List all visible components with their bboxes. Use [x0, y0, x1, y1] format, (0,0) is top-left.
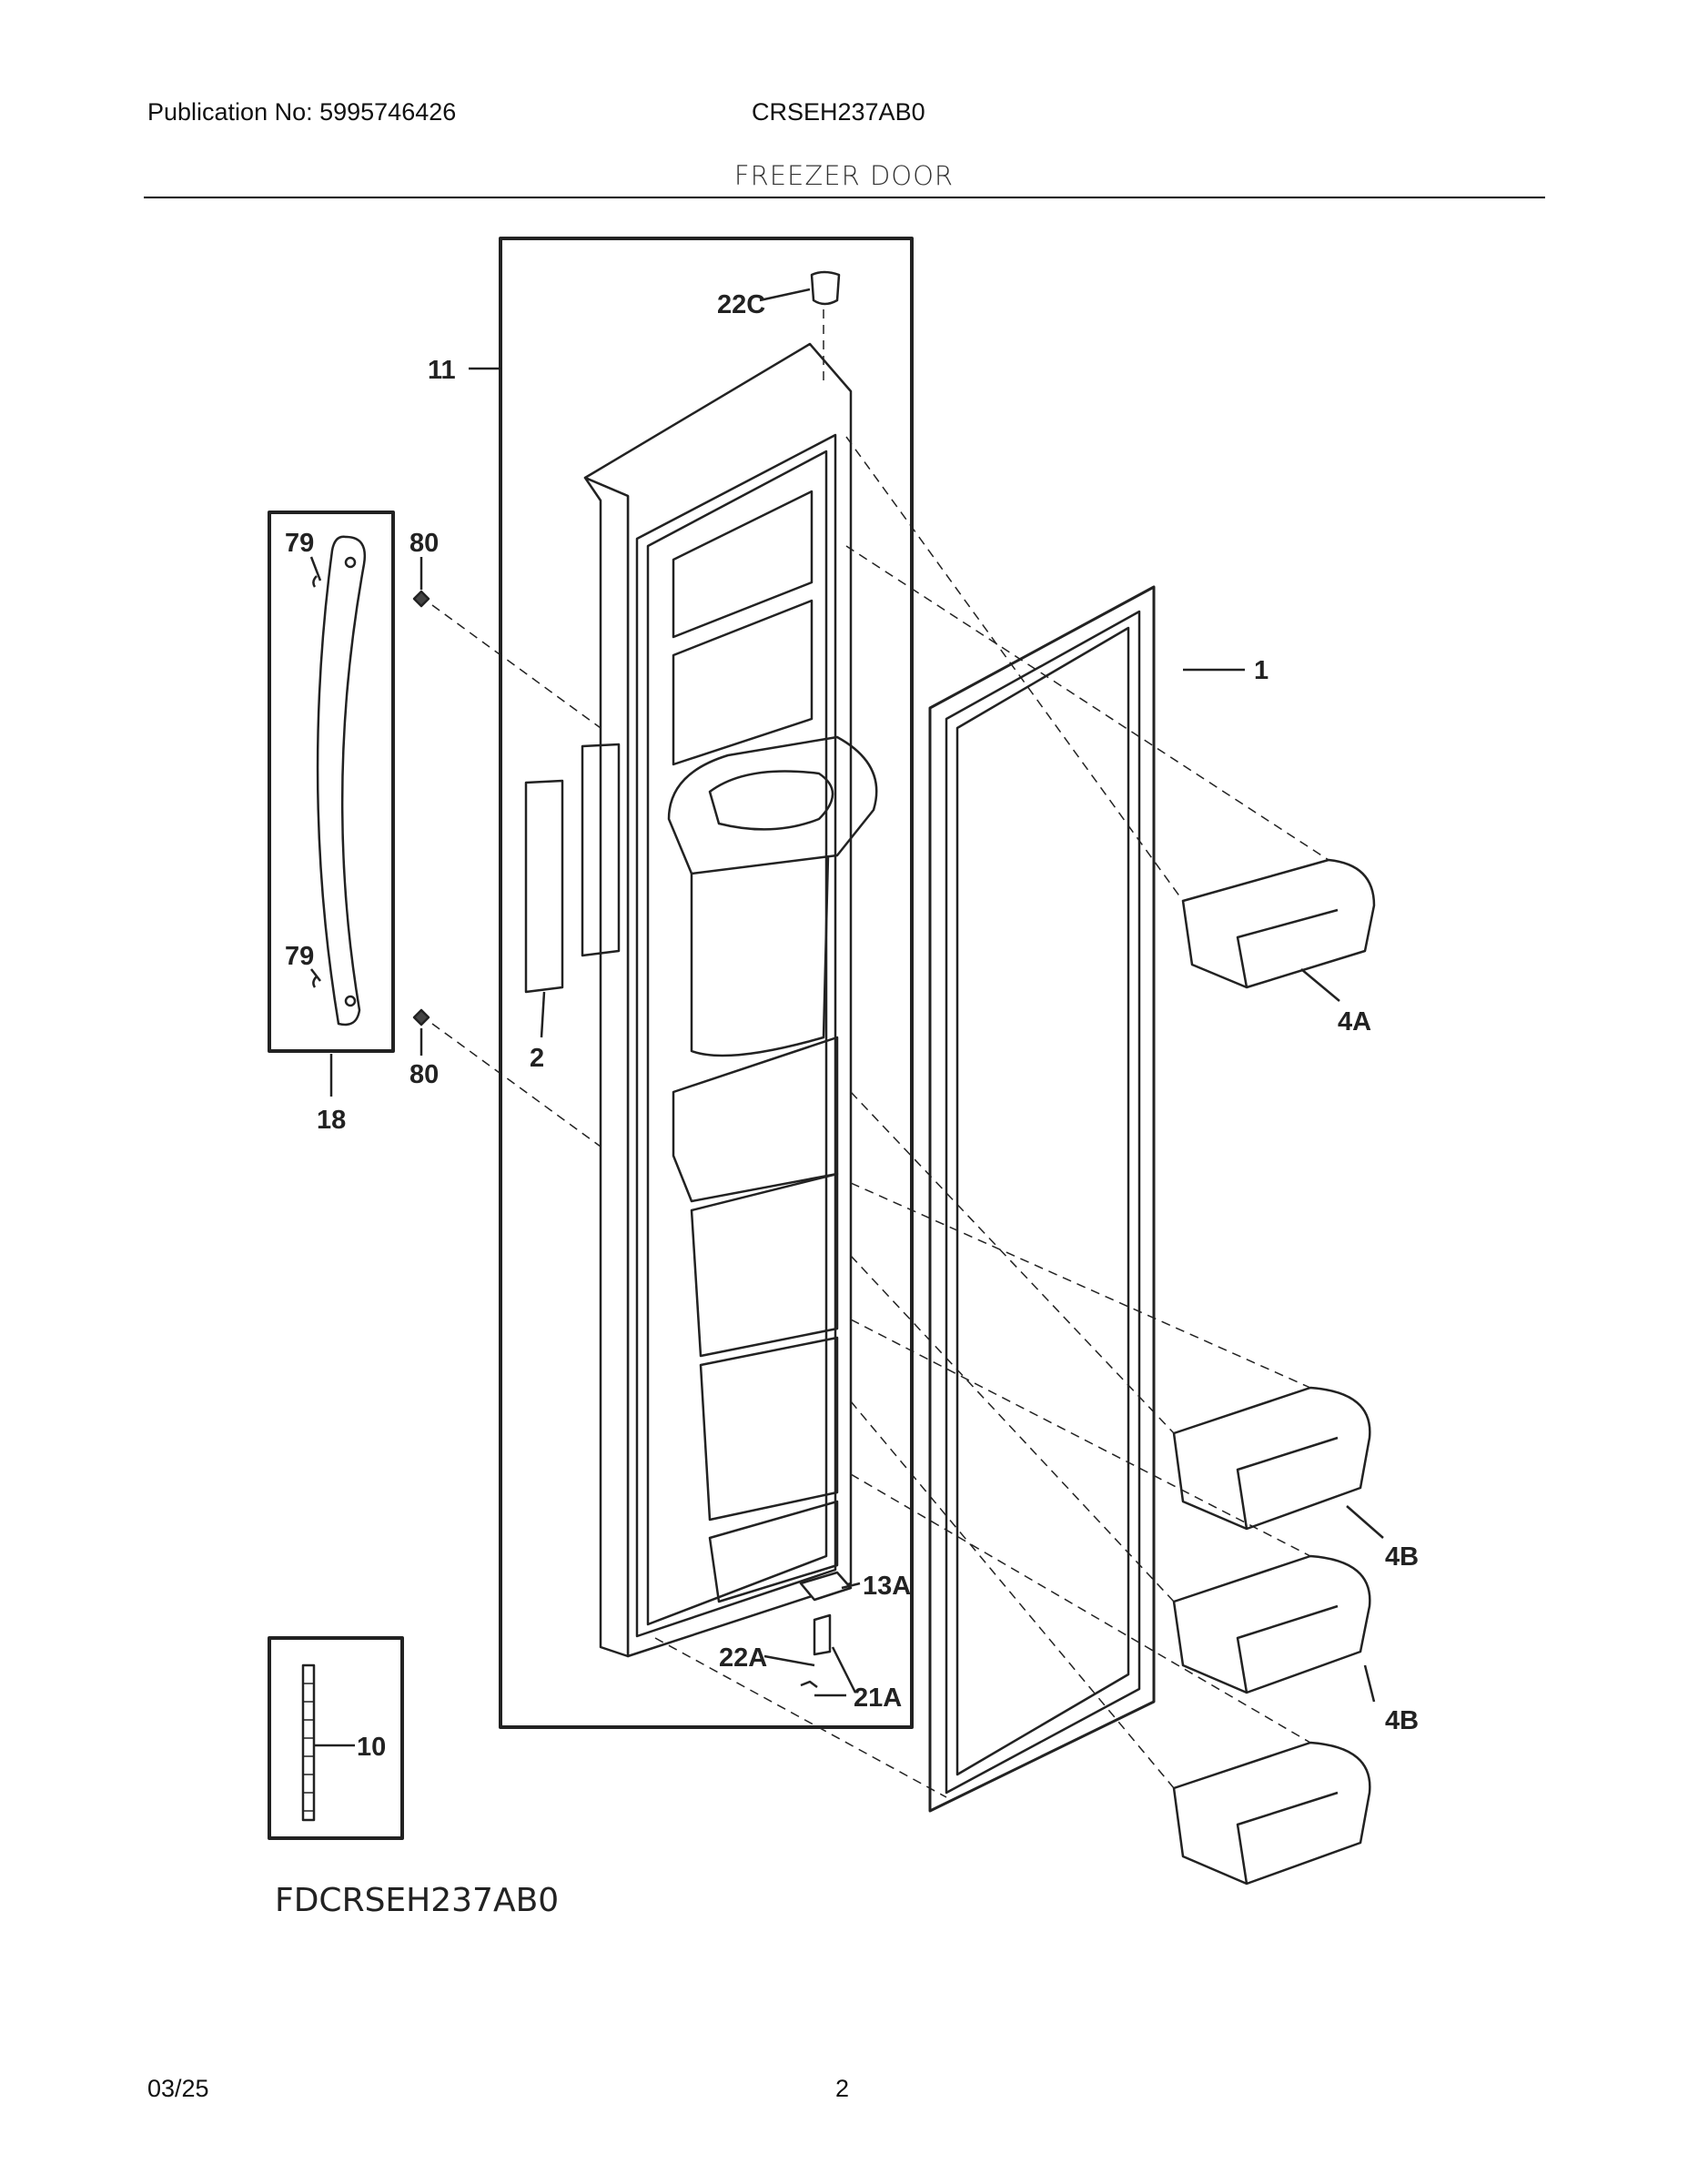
door-bin-4B-upper [1172, 1386, 1371, 1531]
figure-code: FDCRSEH237AB0 [275, 1882, 560, 1919]
callout-18: 18 [317, 1106, 346, 1135]
door-bin-4B-middle [1172, 1554, 1371, 1694]
callout-10: 10 [357, 1733, 386, 1762]
section-title: FREEZER DOOR [733, 160, 955, 191]
door-bin-4A [1181, 858, 1376, 989]
hinge-parts [799, 1571, 853, 1688]
header-rule [144, 197, 1545, 198]
callout-80-top: 80 [409, 529, 439, 558]
door-gasket [928, 585, 1156, 1813]
callout-21A: 21A [854, 1684, 902, 1713]
door-handle [312, 535, 367, 1026]
callout-2: 2 [530, 1044, 544, 1073]
callout-79-bottom: 79 [285, 942, 314, 971]
publication-number: Publication No: 5995746426 [147, 98, 457, 126]
handle-frame [268, 511, 395, 1053]
tube-frame [268, 1636, 404, 1840]
page-number: 2 [835, 2075, 850, 2102]
handle-screws [412, 590, 430, 1026]
callout-4B-lower: 4B [1385, 1706, 1419, 1735]
door-assembly-frame [499, 237, 914, 1729]
callout-80-bottom: 80 [409, 1060, 439, 1089]
callout-1: 1 [1254, 656, 1269, 685]
cap-22C [810, 270, 841, 306]
callout-13A: 13A [863, 1572, 911, 1601]
footer-date: 03/25 [147, 2075, 209, 2102]
callout-leaders [309, 288, 1384, 1747]
callout-22A: 22A [719, 1643, 767, 1673]
dispenser-control-panel [524, 743, 621, 994]
callout-4B-upper: 4B [1385, 1542, 1419, 1572]
callout-4A: 4A [1338, 1007, 1371, 1036]
model-number: CRSEH237AB0 [752, 98, 925, 126]
door-bin-lower [1172, 1741, 1371, 1886]
freezer-door-body [583, 342, 878, 1658]
callout-22C: 22C [717, 290, 765, 319]
tube-10 [301, 1663, 316, 1822]
callout-11: 11 [428, 356, 456, 385]
assembly-guide-lines [431, 309, 1329, 1798]
callout-79-top: 79 [285, 529, 314, 558]
